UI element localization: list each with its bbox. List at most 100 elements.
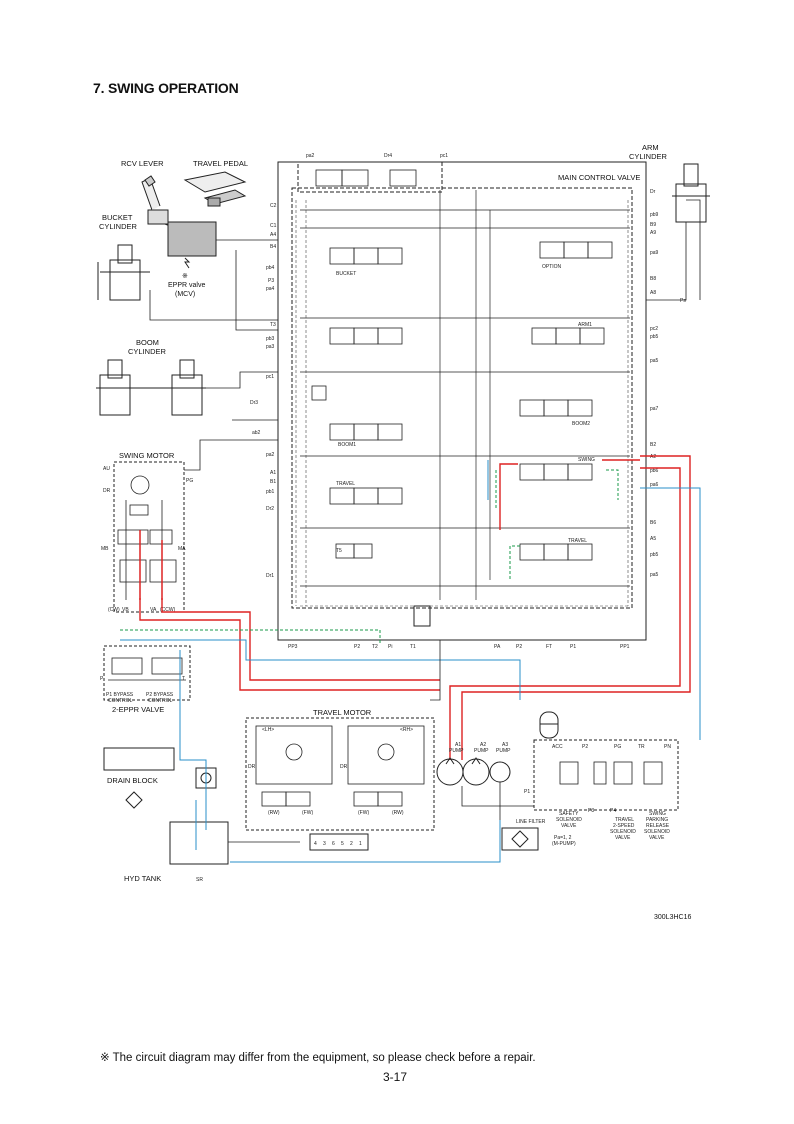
pressure-lines-red bbox=[139, 455, 691, 760]
port-pa-b: PA bbox=[494, 644, 501, 650]
arm-cylinder-label: ARM bbox=[642, 143, 659, 152]
travel-solenoid-label-3: SOLENOID bbox=[610, 829, 636, 835]
a3-pump-label: A3 bbox=[502, 742, 508, 748]
spool-arm1-label: ARM1 bbox=[578, 322, 592, 328]
mcv-ports-left: C2 C1 A4 B4 pb4 P3 pa4 T3 pb3 pa3 pc1 Dr… bbox=[250, 203, 342, 579]
port-top-pc1: pc1 bbox=[440, 153, 448, 159]
swing-port-au: AU bbox=[103, 466, 110, 472]
port-p2-b2: P2 bbox=[516, 644, 522, 650]
mcv-ports-bottom: PP3 P2 T2 Pi T1 PA P2 FT P1 PP1 bbox=[288, 644, 630, 650]
pa-note: Pa=1, 2 bbox=[554, 835, 572, 841]
page-title: 7. SWING OPERATION bbox=[93, 80, 239, 96]
port-number-block bbox=[309, 833, 369, 851]
accumulator-symbol bbox=[539, 711, 559, 739]
bucket-cylinder-label: BUCKET bbox=[102, 213, 133, 222]
swing-solenoid-label-2: PARKING bbox=[646, 817, 668, 823]
spool-swing-label: SWING bbox=[578, 457, 595, 463]
port-pc2: pc2 bbox=[650, 326, 658, 332]
port-p2-sol: P2 bbox=[582, 744, 588, 750]
eppr-port-p: P bbox=[100, 676, 104, 682]
port-num-6: 6 bbox=[332, 841, 335, 847]
tm-port-fw-r: (FW) bbox=[358, 810, 369, 816]
port-b6: B6 bbox=[650, 520, 656, 526]
port-tr-sol: TR bbox=[638, 744, 645, 750]
port-pg-sol: PG bbox=[614, 744, 621, 750]
swing-motor-frame bbox=[113, 461, 185, 613]
safety-solenoid-label: SAFETY bbox=[559, 811, 579, 817]
hyd-tank-label: HYD TANK bbox=[124, 874, 161, 883]
port-pb5: pb5 bbox=[650, 552, 659, 558]
note-text: The circuit diagram may differ from the … bbox=[112, 1052, 536, 1064]
port-pa5-top: pa5 bbox=[650, 358, 659, 364]
port-pa7: pa7 bbox=[650, 406, 659, 412]
tm-port-dr-r: DR bbox=[340, 764, 348, 770]
mcv-dashed-pilot-lines bbox=[295, 200, 629, 607]
port-a1: A1 bbox=[270, 470, 276, 476]
p2-bypass-label-sub: CONTROL bbox=[148, 698, 173, 704]
port-ps-r: Ps bbox=[680, 298, 686, 304]
note-mark: ※ bbox=[100, 1052, 110, 1064]
travel-solenoid-label-4: VALVE bbox=[615, 835, 631, 841]
port-dr2: Dr2 bbox=[266, 506, 274, 512]
port-num-2: 2 bbox=[350, 841, 353, 847]
port-pb6: pb6 bbox=[650, 468, 659, 474]
swing-port-vb: VB bbox=[122, 607, 129, 613]
port-a2: A2 bbox=[650, 454, 656, 460]
pa-note-sub: (M-PUMP) bbox=[552, 841, 576, 847]
mcv-internal-lines bbox=[300, 190, 630, 600]
port-b2: B2 bbox=[650, 442, 656, 448]
rcv-lever-symbol bbox=[141, 175, 176, 229]
port-p3: P3 bbox=[268, 278, 274, 284]
port-pb3: pb3 bbox=[266, 336, 275, 342]
bucket-cylinder-symbol bbox=[97, 244, 150, 301]
mcv-inner-frame bbox=[291, 187, 633, 609]
swing-port-ma: MA bbox=[178, 546, 186, 552]
hyd-tank-symbol bbox=[169, 821, 229, 865]
travel-motor-rh: <RH> bbox=[400, 727, 413, 733]
eppr-label-sub: (MCV) bbox=[175, 291, 195, 298]
port-t1-b: T1 bbox=[410, 644, 416, 650]
spool-travel-left-label: TRAVEL bbox=[336, 481, 355, 487]
arm-cylinder-label-sub: CYLINDER bbox=[629, 152, 668, 161]
drawing-code: 300L3HC16 bbox=[654, 914, 692, 921]
disclaimer-note: ※ The circuit diagram may differ from th… bbox=[100, 1050, 536, 1064]
boom-cylinder-label-sub: CYLINDER bbox=[128, 347, 167, 356]
port-t3: T3 bbox=[270, 322, 276, 328]
solenoid-valves bbox=[559, 761, 663, 785]
port-dr-r: Dr bbox=[650, 189, 656, 195]
line-filter-diamond bbox=[511, 830, 529, 848]
port-p3-sol: P3 bbox=[588, 808, 594, 814]
eppr-port-t: T bbox=[182, 676, 185, 682]
port-pb9: pb9 bbox=[650, 212, 659, 218]
p2-bypass-label: P2 BYPASS bbox=[146, 692, 174, 698]
safety-solenoid-label-2: SOLENOID bbox=[556, 817, 582, 823]
travel-solenoid-label-2: 2-SPEED bbox=[613, 823, 635, 829]
a1-pump-label: A1 bbox=[455, 742, 461, 748]
port-a8: A8 bbox=[650, 290, 656, 296]
spool-bucket-label: BUCKET bbox=[336, 271, 356, 277]
travel-solenoid-label: TRAVEL bbox=[615, 817, 634, 823]
port-b1: B1 bbox=[270, 479, 276, 485]
port-num-3: 3 bbox=[323, 841, 326, 847]
tm-port-rw-r: (RW) bbox=[392, 810, 404, 816]
line-filter-symbol bbox=[501, 827, 539, 851]
two-eppr-internals bbox=[108, 657, 186, 681]
port-numbers: 4 3 6 5 2 1 bbox=[314, 841, 362, 847]
tm-port-rw-l: (RW) bbox=[268, 810, 280, 816]
eppr-label: EPPR valve bbox=[168, 282, 205, 289]
port-t5: T5 bbox=[336, 548, 342, 554]
pilot-lines-green bbox=[120, 469, 619, 645]
port-pa4: pa4 bbox=[266, 286, 275, 292]
boom-cylinder-label: BOOM bbox=[136, 338, 159, 347]
mcv-outer-frame bbox=[277, 161, 647, 641]
swing-port-pg: PG bbox=[186, 478, 193, 484]
port-pb1: pb1 bbox=[266, 489, 275, 495]
port-pb5-top: pb5 bbox=[650, 334, 659, 340]
page-number: 3-17 bbox=[383, 1070, 408, 1084]
mcv-right-spools bbox=[519, 241, 613, 561]
port-acc: ACC bbox=[552, 744, 563, 750]
port-ab2: ab2 bbox=[252, 430, 261, 436]
spool-boom2-label: BOOM2 bbox=[572, 421, 590, 427]
swing-port-mb: MB bbox=[101, 546, 109, 552]
